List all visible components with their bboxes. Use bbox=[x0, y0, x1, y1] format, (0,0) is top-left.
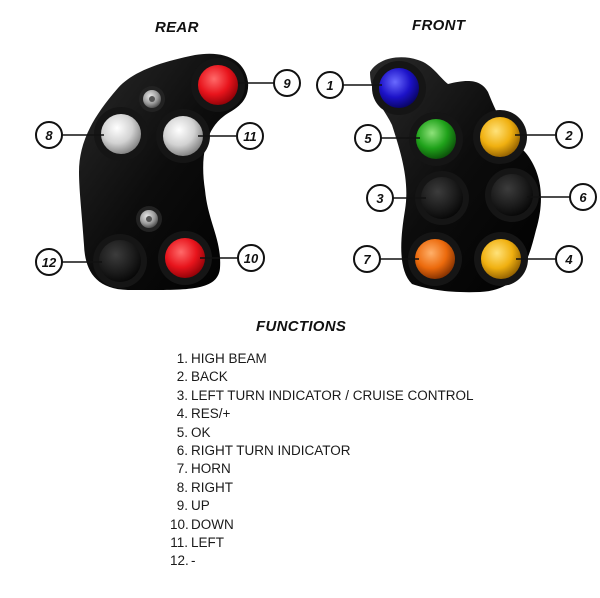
function-item: 6.RIGHT TURN INDICATOR bbox=[170, 442, 474, 460]
function-number: 8. bbox=[176, 479, 188, 495]
function-number: 10. bbox=[170, 516, 189, 532]
function-number: 1. bbox=[176, 351, 188, 366]
callout-9 bbox=[273, 69, 301, 97]
function-item: 12.- bbox=[170, 552, 474, 570]
function-number: 4. bbox=[176, 406, 188, 422]
function-label: OK bbox=[191, 424, 211, 440]
callout-1 bbox=[316, 71, 344, 99]
function-label: HORN bbox=[191, 461, 231, 477]
function-number: 2. bbox=[176, 369, 188, 385]
callout-12 bbox=[35, 248, 63, 276]
function-label: RIGHT bbox=[191, 479, 233, 495]
function-label: RIGHT TURN INDICATOR bbox=[191, 442, 351, 458]
function-item: 2.BACK bbox=[170, 368, 474, 386]
function-item: 7.HORN bbox=[170, 460, 474, 478]
callout-label-3: 3 bbox=[376, 191, 384, 206]
function-item: 5.OK bbox=[170, 424, 474, 442]
function-number: 7. bbox=[176, 461, 188, 477]
callout-3 bbox=[366, 184, 394, 212]
function-number: 11. bbox=[170, 534, 188, 550]
function-number: 3. bbox=[176, 387, 188, 403]
callout-label-7: 7 bbox=[363, 252, 371, 267]
rear-button-9[interactable] bbox=[191, 58, 245, 112]
function-label: DOWN bbox=[191, 516, 234, 532]
functions-heading: FUNCTIONS bbox=[256, 318, 347, 335]
function-label: HIGH BEAM bbox=[191, 351, 267, 366]
function-label: RES/+ bbox=[191, 406, 231, 422]
callout-label-2: 2 bbox=[564, 128, 573, 143]
function-number: 12. bbox=[170, 553, 189, 569]
callout-6 bbox=[569, 183, 597, 211]
callout-label-6: 6 bbox=[579, 190, 587, 205]
leader-lines bbox=[62, 82, 570, 263]
function-item: 9.UP bbox=[170, 497, 474, 515]
front-button-3[interactable] bbox=[415, 171, 469, 225]
function-item: 8.RIGHT bbox=[170, 479, 474, 497]
rear-button-12[interactable] bbox=[93, 234, 147, 288]
callout-4 bbox=[555, 245, 583, 273]
callout-label-10: 10 bbox=[244, 251, 259, 266]
callout-10 bbox=[237, 244, 265, 272]
function-item: 10.DOWN bbox=[170, 516, 474, 534]
rear-button-8[interactable] bbox=[94, 107, 148, 161]
callout-label-9: 9 bbox=[283, 76, 291, 91]
front-button-6[interactable] bbox=[485, 168, 539, 222]
front-heading: FRONT bbox=[412, 17, 466, 34]
function-label: UP bbox=[191, 498, 210, 514]
function-label: - bbox=[191, 553, 196, 569]
functions-list: 1.HIGH BEAM 2.BACK 3.LEFT TURN INDICATOR… bbox=[170, 350, 474, 571]
callout-label-11: 11 bbox=[243, 129, 257, 144]
function-item: 11.LEFT bbox=[170, 534, 474, 552]
function-item: 4.RES/+ bbox=[170, 405, 474, 423]
rear-heading: REAR bbox=[155, 19, 199, 36]
callout-label-5: 5 bbox=[364, 131, 372, 146]
callout-label-4: 4 bbox=[564, 252, 573, 267]
callout-label-12: 12 bbox=[42, 255, 57, 270]
rear-button-10[interactable] bbox=[158, 231, 212, 285]
function-number: 5. bbox=[176, 424, 188, 440]
front-button-1[interactable] bbox=[372, 61, 426, 115]
function-label: LEFT TURN INDICATOR / CRUISE CONTROL bbox=[191, 387, 474, 403]
callout-8 bbox=[35, 121, 63, 149]
function-number: 9. bbox=[176, 498, 188, 514]
callout-5 bbox=[354, 124, 382, 152]
function-number: 6. bbox=[176, 442, 188, 458]
switch-panel-diagram: 9 8 11 12 10 1 5 2 3 6 7 4 bbox=[35, 53, 597, 293]
function-label: BACK bbox=[191, 369, 228, 385]
front-button-2[interactable] bbox=[473, 110, 527, 164]
function-label: LEFT bbox=[191, 534, 225, 550]
front-button-4[interactable] bbox=[474, 232, 528, 286]
front-button-7[interactable] bbox=[408, 232, 462, 286]
function-item: 3.LEFT TURN INDICATOR / CRUISE CONTROL bbox=[170, 387, 474, 405]
callout-11 bbox=[236, 122, 264, 150]
callout-7 bbox=[353, 245, 381, 273]
rear-button-11[interactable] bbox=[156, 109, 210, 163]
function-item: 1.HIGH BEAM bbox=[170, 350, 474, 368]
callout-2 bbox=[555, 121, 583, 149]
rear-middle-screw bbox=[136, 206, 162, 232]
callout-label-1: 1 bbox=[326, 78, 333, 93]
rear-top-screw bbox=[139, 86, 165, 112]
front-button-5[interactable] bbox=[409, 112, 463, 166]
callout-label-8: 8 bbox=[45, 128, 53, 143]
